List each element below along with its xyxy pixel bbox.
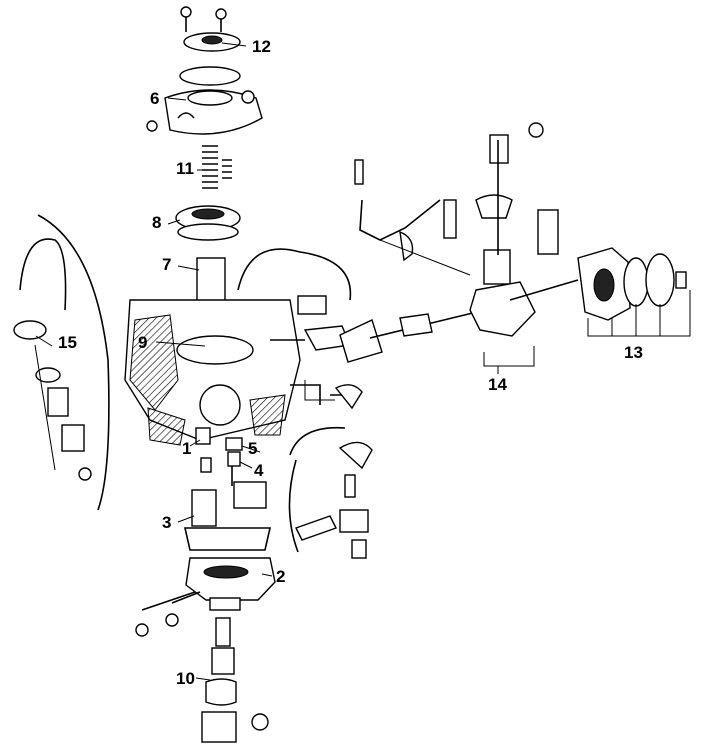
diaphragm-part bbox=[175, 205, 241, 241]
callout-1: 1 bbox=[182, 439, 192, 458]
callout-7: 7 bbox=[162, 255, 172, 274]
base-plate-part bbox=[135, 557, 276, 637]
linkage-part bbox=[270, 309, 486, 410]
callout-8: 8 bbox=[152, 213, 162, 232]
valve-assembly-part bbox=[13, 238, 92, 481]
callout-5: 5 bbox=[248, 439, 258, 458]
cover-part bbox=[146, 89, 263, 135]
callout-15: 15 bbox=[58, 333, 77, 352]
callout-12: 12 bbox=[252, 37, 271, 56]
callout-11: 11 bbox=[176, 159, 194, 178]
shaft-part bbox=[201, 617, 269, 743]
callout-9: 9 bbox=[138, 333, 148, 352]
callout-2: 2 bbox=[276, 567, 286, 586]
callout-13: 13 bbox=[624, 343, 643, 362]
section-curve bbox=[37, 214, 110, 511]
callout-3: 3 bbox=[162, 513, 172, 532]
gasket-part bbox=[179, 66, 241, 86]
callout-14: 14 bbox=[488, 375, 507, 394]
leader-lines bbox=[35, 42, 535, 681]
lower-parts bbox=[195, 427, 243, 486]
top-cover-part bbox=[180, 6, 241, 52]
callout-4: 4 bbox=[254, 461, 264, 480]
pump-part bbox=[469, 122, 559, 337]
jet-parts bbox=[295, 441, 373, 559]
carburetor-body bbox=[124, 295, 355, 446]
throttle-linkage-part bbox=[354, 159, 471, 276]
callout-10: 10 bbox=[176, 669, 195, 688]
pump-housing-part bbox=[509, 247, 691, 337]
callout-6: 6 bbox=[150, 89, 160, 108]
hose-part bbox=[237, 248, 352, 301]
spring-part bbox=[202, 145, 232, 189]
float-bowl-part bbox=[183, 481, 272, 551]
section-curve bbox=[288, 426, 346, 553]
